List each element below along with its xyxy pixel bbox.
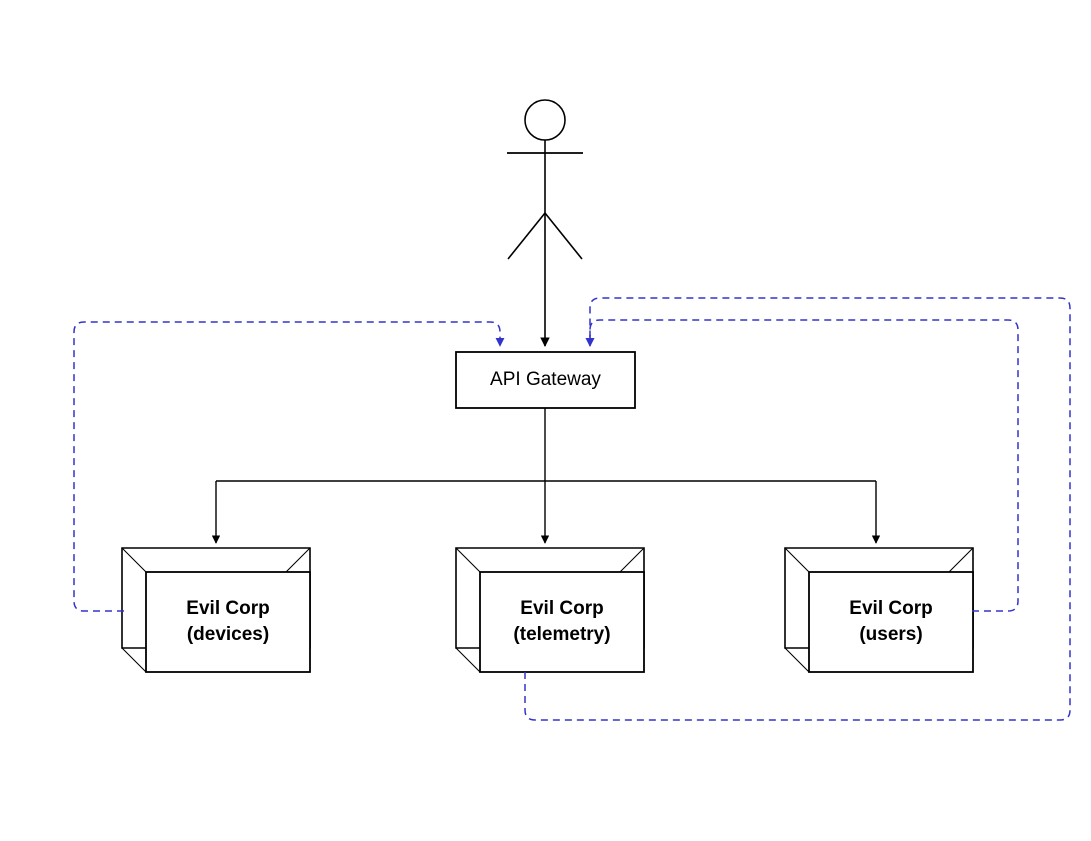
telemetry-cube-edge-tr: [619, 547, 645, 573]
telemetry-cube-front: [479, 571, 645, 673]
api-gateway-box[interactable]: [455, 351, 636, 409]
service-node-users[interactable]: [784, 547, 974, 673]
users-cube-front: [808, 571, 974, 673]
users-cube-edge-bl: [784, 647, 810, 673]
devices-cube-edge-tl: [121, 547, 147, 573]
users-cube-edge-tl: [784, 547, 810, 573]
edge-telemetry-to-gateway: [524, 297, 1071, 721]
actor-leg-right: [544, 212, 583, 260]
users-cube-edge-tr: [948, 547, 974, 573]
actor-leg-left: [507, 212, 546, 260]
devices-cube-front: [145, 571, 311, 673]
telemetry-cube-edge-tl: [455, 547, 481, 573]
service-node-devices[interactable]: [121, 547, 311, 673]
devices-cube-edge-tr: [285, 547, 311, 573]
actor-head-icon: [524, 99, 566, 141]
devices-cube-edge-bl: [121, 647, 147, 673]
service-node-telemetry[interactable]: [455, 547, 645, 673]
user-actor[interactable]: [507, 99, 583, 260]
telemetry-cube-edge-bl: [455, 647, 481, 673]
